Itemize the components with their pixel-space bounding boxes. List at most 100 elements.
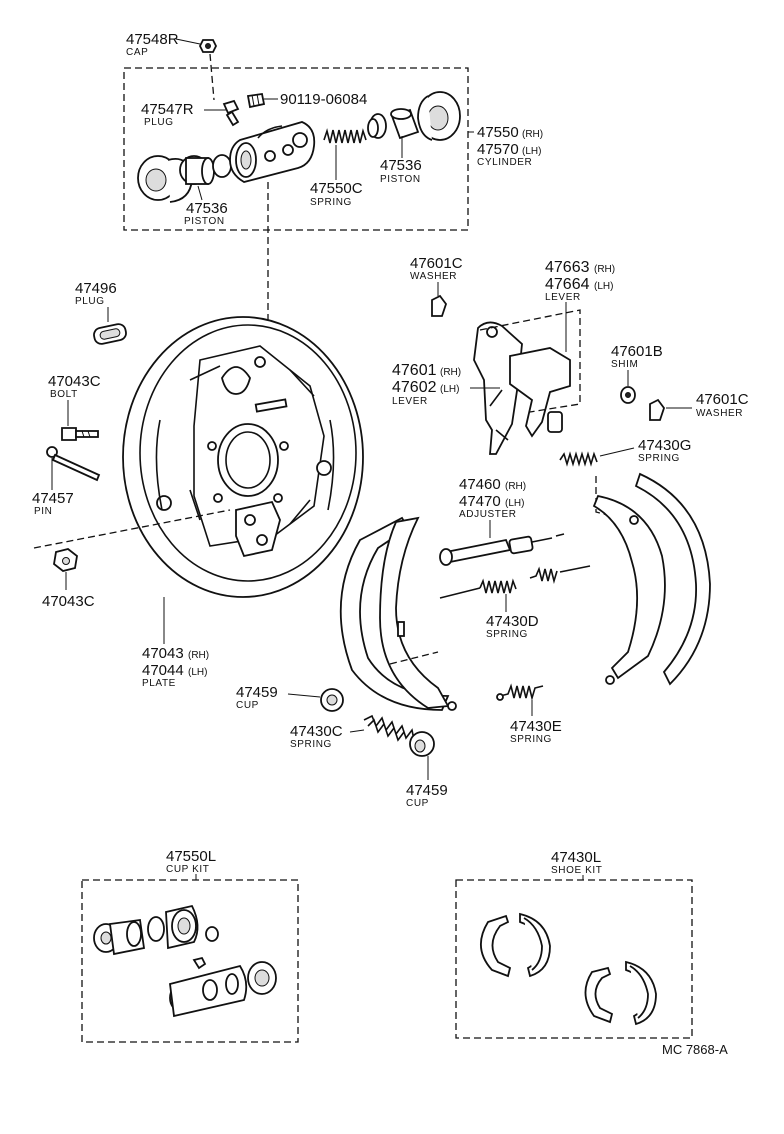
washer-top-part (431, 294, 448, 317)
label-cup-lower-number: 47459 (406, 782, 448, 799)
pin-part (46, 446, 101, 482)
label-adjuster-rh-number: 47460 (459, 476, 501, 493)
lever-secondary-part (509, 347, 571, 438)
label-spring-cyl-number: 47550C (310, 180, 363, 197)
shoe-kit-frame (455, 879, 693, 1039)
shoe-kit-group: 47430L SHOE KIT (455, 849, 693, 1039)
label-lever-b-rh-number: 47601 (392, 362, 437, 379)
bolt-part (61, 427, 99, 441)
label-plate-lh-side: (LH) (188, 667, 207, 678)
cup-lower-part (409, 731, 435, 757)
label-plug-plate-number: 47496 (75, 280, 117, 297)
label-lever-a-lh-side: (LH) (594, 281, 613, 292)
wheel-cylinder-group: 47548R CAP 90119-06084 47547R PLUG 47550… (123, 31, 543, 231)
label-lever-a-rh-side: (RH) (594, 264, 615, 275)
spring-e-part (499, 683, 544, 702)
adjuster-group: 47460 (RH) 47470 (LH) ADJUSTER 47430D SP… (439, 476, 591, 640)
backing-plate-group (122, 316, 364, 598)
label-piston-left-number: 47536 (186, 200, 228, 217)
bleeder-screw-part (246, 92, 266, 109)
label-adjuster-name: ADJUSTER (459, 509, 517, 520)
label-shim-number: 47601B (611, 343, 663, 360)
label-spring-d-number: 47430D (486, 613, 539, 630)
piston-right-part (390, 108, 420, 140)
label-washer-right-number: 47601C (696, 391, 749, 408)
label-spring-g-number: 47430G (638, 437, 691, 454)
label-cylinder-rh-side: (RH) (522, 129, 543, 140)
spring-d-part (439, 565, 591, 599)
leader-cup-upper (287, 693, 321, 698)
label-piston-left-name: PISTON (184, 216, 225, 227)
cup-kit-frame (81, 879, 299, 1043)
label-cup-kit-number: 47550L (166, 848, 216, 865)
label-spring-d-name: SPRING (486, 629, 528, 640)
brake-shoe-right (592, 472, 711, 686)
label-cup-lower-name: CUP (406, 798, 429, 809)
label-spring-cyl-name: SPRING (310, 197, 352, 208)
label-washer-top-number: 47601C (410, 255, 463, 272)
leader-piston-left (197, 185, 203, 201)
label-lever-a-lh-number: 47664 (545, 276, 590, 293)
cylinder-body-part (229, 121, 316, 183)
label-cylinder-lh-number: 47570 (477, 141, 519, 158)
cup-right-part (367, 113, 387, 139)
piston-left-part (179, 154, 232, 185)
label-plug-cyl-name: PLUG (144, 117, 174, 128)
label-washer-top-name: WASHER (410, 271, 457, 282)
spring-g-part (559, 451, 598, 467)
cup-kit-group: 47550L CUP KIT (81, 848, 299, 1043)
connector-nut-plate (33, 509, 231, 549)
leader-cap (175, 38, 201, 45)
label-nut-number: 47043C (42, 593, 95, 610)
washer-right-part (649, 398, 666, 421)
label-plug-plate-name: PLUG (75, 296, 105, 307)
label-bolt-name: BOLT (50, 389, 78, 400)
label-cup-upper-number: 47459 (236, 684, 278, 701)
label-plug-cyl-number: 47547R (141, 101, 194, 118)
label-pin-name: PIN (34, 506, 52, 517)
cap-part (198, 39, 218, 101)
label-plate-lh-number: 47044 (142, 662, 184, 679)
nut-part (53, 548, 78, 572)
label-pin-number: 47457 (32, 490, 74, 507)
lever-group: 47601C WASHER 47663 (RH) 47664 (LH) LEVE… (392, 255, 749, 467)
label-lever-b-lh-side: (LH) (440, 384, 459, 395)
label-lever-a-rh-number: 47663 (545, 259, 590, 276)
label-plate-name: PLATE (142, 678, 176, 689)
connector-shoe-left (389, 651, 439, 665)
label-cylinder-name: CYLINDER (477, 157, 532, 168)
brake-shoe-left (339, 516, 457, 711)
label-lever-a-name: LEVER (545, 292, 581, 303)
label-adjuster-rh-side: (RH) (505, 481, 526, 492)
label-shim-name: SHIM (611, 359, 638, 370)
label-spring-c-number: 47430C (290, 723, 343, 740)
label-cap-name: CAP (126, 47, 148, 58)
label-washer-right-name: WASHER (696, 408, 743, 419)
label-spring-e-number: 47430E (510, 718, 562, 735)
leader-spring-g (599, 447, 635, 457)
label-cylinder-rh-number: 47550 (477, 124, 519, 141)
reference-code: MC 7868-A (662, 1042, 728, 1057)
label-cup-kit-name: CUP KIT (166, 864, 209, 875)
label-plate-rh-side: (RH) (188, 650, 209, 661)
label-piston-right-name: PISTON (380, 174, 421, 185)
label-cap-number: 47548R (126, 31, 179, 48)
cylinder-group-frame (123, 67, 469, 231)
plate-bracket (235, 500, 281, 558)
label-cup-upper-name: CUP (236, 700, 259, 711)
plug-cylinder-part (222, 99, 240, 127)
label-plate-rh-number: 47043 (142, 645, 184, 662)
spring-c-part (363, 714, 415, 742)
label-lever-b-name: LEVER (392, 396, 428, 407)
label-lever-b-lh-number: 47602 (392, 379, 437, 396)
connector-lever-shoe (595, 476, 637, 523)
label-spring-e-name: SPRING (510, 734, 552, 745)
adjuster-body-part (444, 538, 512, 564)
label-shoe-kit-number: 47430L (551, 849, 601, 866)
plug-plate-part (93, 323, 127, 345)
label-adjuster-lh-side: (LH) (505, 498, 524, 509)
cylinder-spring-part (323, 128, 367, 144)
plate-center-hole (217, 423, 279, 497)
cup-upper-part (320, 688, 344, 712)
